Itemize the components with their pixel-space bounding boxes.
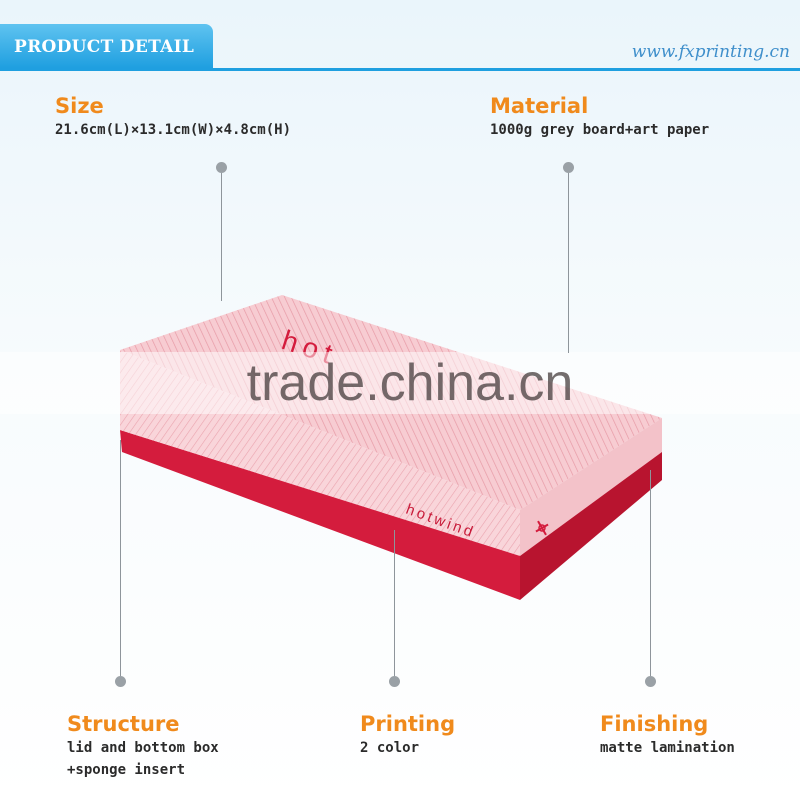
spec-printing: Printing 2 color — [360, 711, 455, 759]
spec-finishing-value: matte lamination — [600, 740, 735, 756]
header-tab: PRODUCT DETAIL — [0, 24, 213, 68]
spec-structure-title: Structure — [67, 712, 180, 736]
callout-line-finishing — [650, 470, 651, 676]
site-url: www.fxprinting.cn — [631, 42, 790, 62]
spec-size: Size 21.6cm(L)×13.1cm(W)×4.8cm(H) — [55, 93, 291, 141]
spec-finishing: Finishing matte lamination — [600, 711, 735, 759]
spec-material-title: Material — [490, 94, 589, 118]
spec-material: Material 1000g grey board+art paper — [490, 93, 709, 141]
spec-structure-value-line2: +sponge insert — [67, 762, 186, 778]
callout-dot-material — [563, 162, 574, 173]
spec-finishing-title: Finishing — [600, 712, 709, 736]
callout-line-printing — [394, 530, 395, 676]
spec-structure: Structure lid and bottom box +sponge ins… — [67, 711, 219, 781]
spec-printing-title: Printing — [360, 712, 456, 736]
box-lid-side — [520, 418, 662, 556]
spec-size-title: Size — [55, 94, 104, 118]
box-base-side — [520, 450, 662, 600]
watermark-text: trade.china.cn — [246, 354, 574, 412]
header-divider — [0, 68, 800, 71]
callout-dot-size — [216, 162, 227, 173]
callout-dot-finishing — [645, 676, 656, 687]
callout-line-material — [568, 173, 569, 353]
watermark-band — [0, 352, 800, 414]
callout-dot-printing — [389, 676, 400, 687]
brand-logo-icon — [535, 520, 549, 536]
spec-material-value: 1000g grey board+art paper — [490, 122, 710, 138]
callout-dot-structure — [115, 676, 126, 687]
box-base-front — [120, 430, 520, 600]
callout-line-structure — [120, 440, 121, 676]
spec-size-value: 21.6cm(L)×13.1cm(W)×4.8cm(H) — [55, 122, 292, 138]
spec-printing-value: 2 color — [360, 740, 420, 756]
callout-line-size — [221, 173, 222, 301]
spec-structure-value-line1: lid and bottom box — [67, 740, 219, 756]
